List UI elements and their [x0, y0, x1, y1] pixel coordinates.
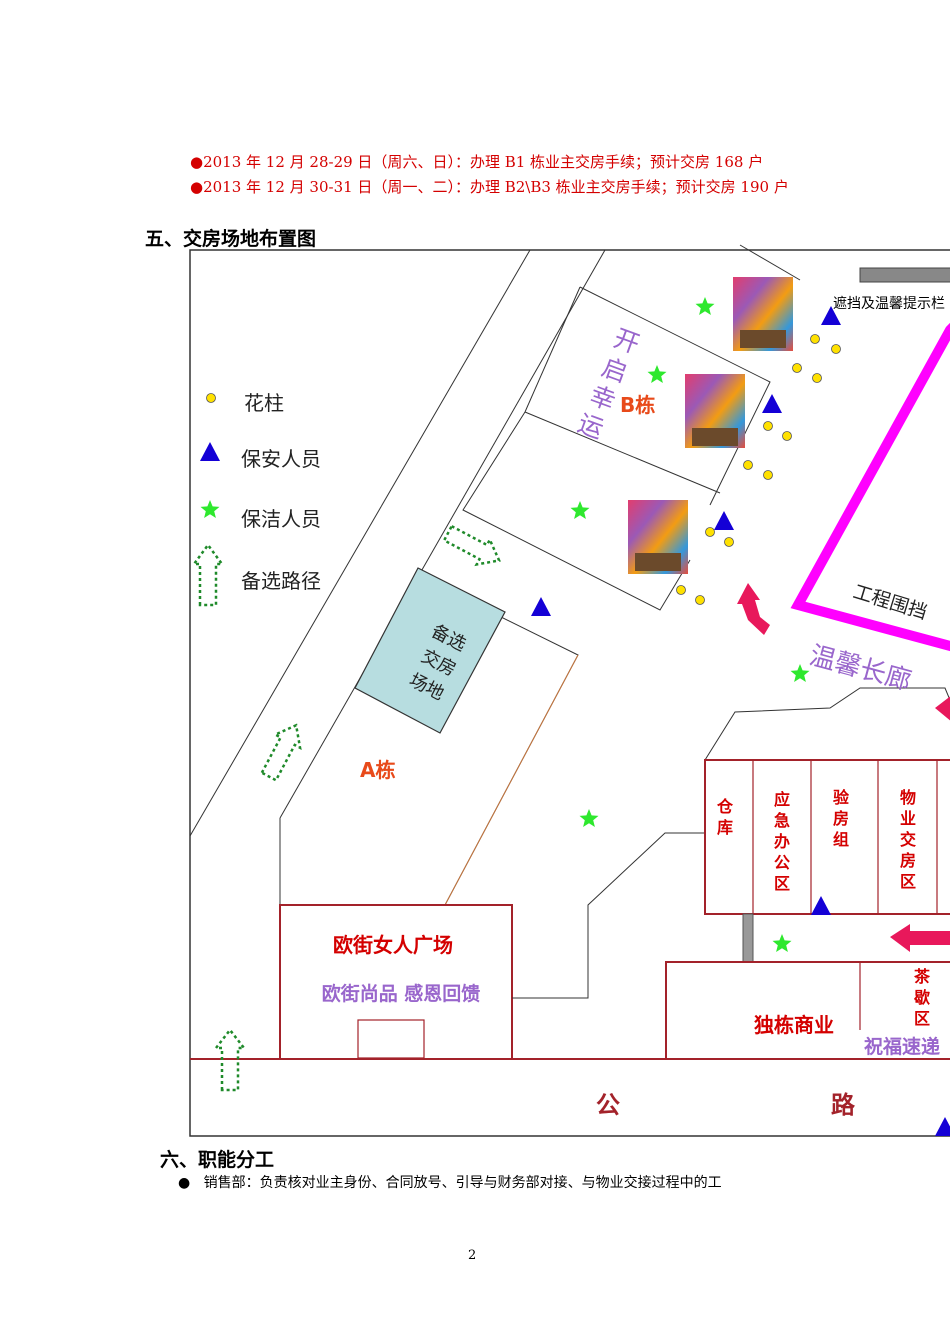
route-arrow — [213, 1027, 247, 1092]
bullet-dot: ● — [190, 153, 204, 171]
plaza-title: 欧街女人广场 — [333, 933, 453, 957]
route-arrow — [191, 542, 225, 607]
flower-legend-icon — [206, 393, 216, 403]
connector-line — [512, 832, 705, 999]
schedule-line-1: ●2013 年 12 月 28-29 日（周六、日）：办理 B1 栋业主交房手续… — [190, 153, 764, 171]
direction-arrow — [935, 696, 950, 721]
bullet-dot: ● — [178, 1175, 191, 1191]
security-legend-icon — [200, 442, 220, 461]
plaza-box — [279, 904, 513, 1060]
security-marker — [531, 306, 950, 1136]
b-building-unit — [579, 286, 771, 506]
svg-text:运: 运 — [574, 408, 607, 444]
road-label-left: 公 — [596, 1091, 620, 1119]
plaza-subtitle: 欧街尚品 感恩回馈 — [322, 982, 481, 1005]
route-arrow — [260, 723, 302, 782]
a-building-label: A栋 — [360, 758, 395, 782]
plaza-door — [357, 1019, 425, 1059]
bullet-dot: ● — [190, 178, 204, 196]
legend-cleaner-label: 保洁人员 — [241, 507, 321, 531]
balloon-decoration — [628, 500, 688, 574]
flower-column-marker — [676, 334, 841, 605]
roof-outline — [704, 687, 950, 761]
room-emergency-office: 应急办公区 — [774, 790, 790, 893]
section6-title: 六、职能分工 — [160, 1149, 275, 1171]
cleaner-legend-icon — [200, 500, 220, 518]
schedule-line-2: ●2013 年 12 月 30-31 日（周一、二）：办理 B2\B3 栋业主交… — [190, 178, 789, 196]
room-block — [704, 759, 950, 915]
section5-title: 五、交房场地布置图 — [145, 228, 317, 250]
legend: 花柱 保安人员 保洁人员 备选路径 — [200, 391, 321, 593]
svg-text:开: 开 — [610, 323, 643, 359]
route-arrow — [442, 524, 501, 567]
construction-fence — [790, 322, 950, 652]
blessing-label: 祝福速递 — [864, 1035, 940, 1058]
alt-site-box — [354, 567, 506, 734]
direction-arrow — [737, 583, 770, 635]
road-label-right: 路 — [831, 1091, 856, 1119]
balloon-decoration — [685, 374, 745, 448]
pillar — [742, 913, 754, 963]
map-frame — [189, 249, 950, 1137]
road-edge-left — [189, 249, 531, 837]
room-warehouse: 仓库 — [716, 797, 734, 837]
room-property-handover: 物业交房区 — [900, 788, 916, 891]
legend-security-label: 保安人员 — [241, 447, 321, 471]
commerce-label: 独栋商业 — [754, 1013, 834, 1037]
b-building-label: B栋 — [620, 393, 655, 417]
direction-arrow — [890, 924, 950, 952]
commerce-block — [665, 961, 950, 1060]
note-bar — [859, 267, 950, 283]
legend-route-label: 备选路径 — [241, 569, 321, 593]
balloon-decoration — [733, 277, 793, 351]
tea-break-label: 茶歇区 — [913, 967, 931, 1028]
legend-flower-label: 花柱 — [244, 391, 284, 415]
cleaner-marker — [570, 297, 810, 952]
room-inspection: 验房组 — [833, 788, 850, 849]
b-building-unit — [462, 411, 691, 611]
duty-line: ● 销售部：负责核对业主身份、合同放号、引导与财务部对接、与物业交接过程中的工 — [178, 1175, 722, 1191]
road-edge-right — [279, 249, 606, 819]
page-number: 2 — [468, 1248, 477, 1263]
top-note-label: 遮挡及温馨提示栏 — [833, 296, 945, 312]
